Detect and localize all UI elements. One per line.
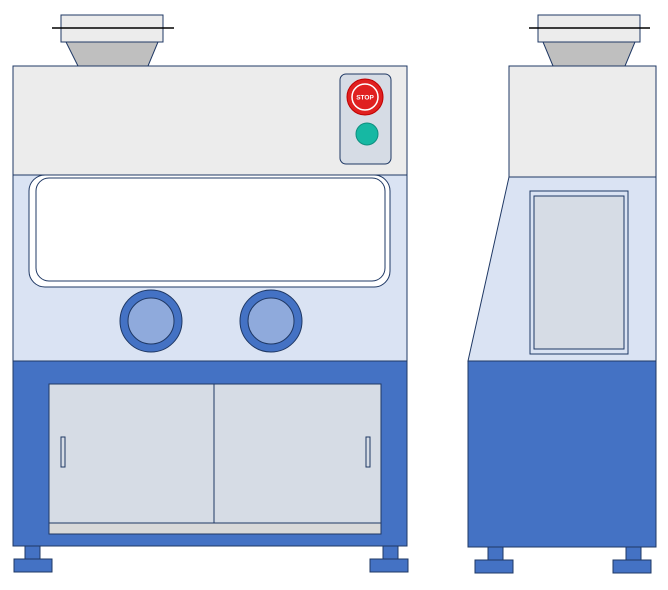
side-exhaust-hood — [529, 14, 650, 67]
front-feet — [13, 545, 409, 573]
door-left-handle[interactable] — [60, 436, 66, 468]
door-track — [48, 522, 382, 535]
viewing-window — [28, 174, 391, 288]
front-foot-left-pad — [13, 558, 53, 573]
side-foot-right-pad — [612, 559, 652, 574]
side-feet — [474, 546, 652, 574]
side-foot-left-pad — [474, 559, 514, 574]
stop-button[interactable]: STOP — [346, 78, 384, 116]
side-cabinet — [467, 360, 657, 548]
front-hood-funnel — [65, 41, 159, 67]
side-foot-right-leg — [625, 546, 642, 561]
sliding-doors — [48, 383, 382, 535]
viewing-window-glass — [35, 177, 386, 282]
glove-port-right-opening — [247, 297, 295, 345]
front-foot-right-pad — [369, 558, 409, 573]
start-button[interactable] — [355, 122, 379, 146]
side-window-glass — [533, 195, 625, 350]
stop-button-ring — [351, 83, 379, 111]
front-foot-left-leg — [24, 545, 41, 560]
glove-port-left-opening — [127, 297, 175, 345]
front-view: STOP — [12, 14, 409, 573]
control-box: STOP — [339, 73, 392, 165]
glove-port-left[interactable] — [119, 289, 183, 353]
side-hood-funnel — [542, 41, 636, 67]
stop-button-face — [353, 85, 377, 109]
side-view — [467, 14, 657, 574]
door-right-handle[interactable] — [365, 436, 371, 468]
front-foot-right-leg — [382, 545, 399, 560]
side-top-panel — [508, 65, 657, 178]
side-window — [529, 190, 629, 355]
glove-port-right[interactable] — [239, 289, 303, 353]
sliding-door-right[interactable] — [213, 383, 382, 524]
front-exhaust-hood — [52, 14, 174, 67]
side-foot-left-leg — [487, 546, 504, 561]
sliding-door-left[interactable] — [48, 383, 215, 524]
stop-button-label: STOP — [356, 95, 374, 102]
